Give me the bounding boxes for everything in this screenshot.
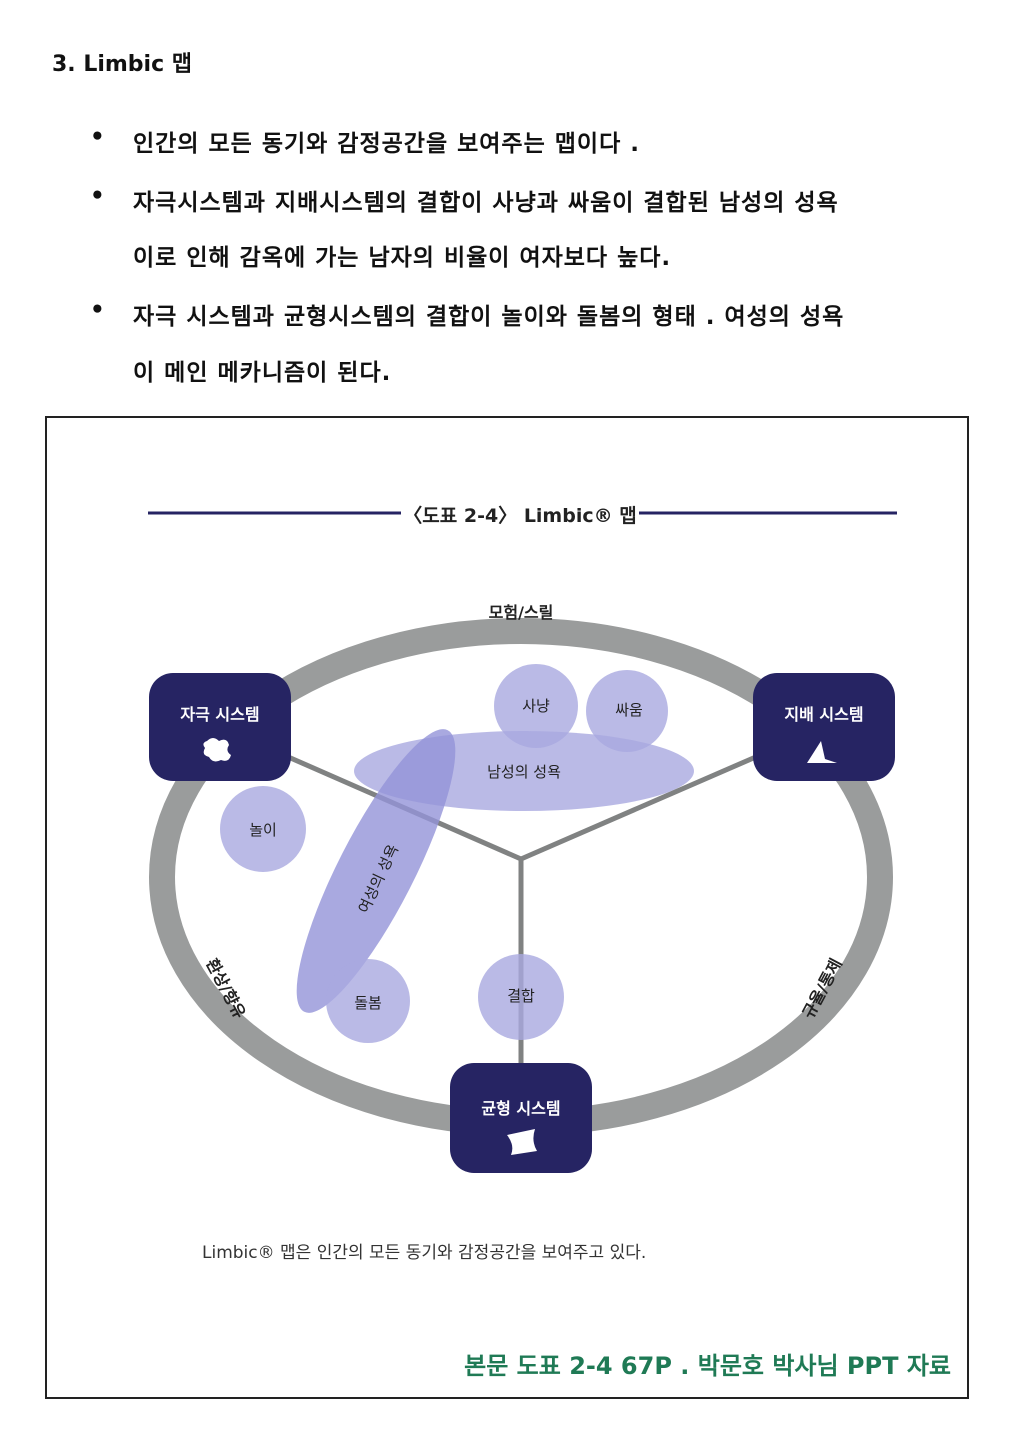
bullet-3-line-1: 자극 시스템과 균형시스템의 결합이 놀이와 돌봄의 형태 . 여성의 성욕: [133, 304, 845, 330]
bullet-icon: •: [90, 183, 105, 209]
bubble-play: [220, 786, 306, 872]
system-balance-label: 균형 시스템: [481, 1099, 560, 1118]
system-stimulus-label: 자극 시스템: [180, 705, 259, 724]
bullet-1-line-1: 인간의 모든 동기와 감정공간을 보여주는 맵이다 .: [133, 131, 640, 157]
bubble-female-desire: [296, 729, 456, 1013]
bullet-icon: •: [90, 124, 105, 150]
arrowhead-icon: [807, 741, 837, 763]
system-balance: 균형 시스템: [450, 1063, 592, 1173]
bubble-hunting: [494, 664, 578, 748]
label-hunting: 사냥: [522, 697, 550, 715]
bubbles: [220, 664, 694, 1043]
label-fighting: 싸움: [615, 701, 643, 719]
label-play: 놀이: [249, 821, 277, 839]
label-male-desire: 남성의 성욕: [487, 763, 561, 781]
puzzle-blob-icon: [203, 738, 231, 762]
bullet-3-line-2: 이 메인 메카니즘이 된다.: [133, 360, 392, 386]
ring-label-top: 모험/스릴: [489, 603, 554, 622]
label-bonding: 결합: [507, 987, 535, 1005]
figure-source: 본문 도표 2-4 67P . 박문호 박사님 PPT 자료: [464, 1352, 951, 1380]
bubble-bonding: [478, 954, 564, 1040]
bullet-icon: •: [90, 297, 105, 323]
figure-title: 〈도표 2-4〉 Limbic® 맵: [403, 504, 636, 527]
limbic-map-diagram: 〈도표 2-4〉 Limbic® 맵 모험/스릴 환상/향유 규율/통제 사냥: [148, 504, 897, 1173]
bullet-2-line-2: 이로 인해 감옥에 가는 남자의 비율이 여자보다 높다.: [133, 245, 672, 271]
figure-caption: Limbic® 맵은 인간의 모든 동기와 감정공간을 보여주고 있다.: [202, 1243, 647, 1263]
cushion-icon: [507, 1129, 537, 1155]
bullet-2-line-1: 자극시스템과 지배시스템의 결합이 사냥과 싸움이 결합된 남성의 성욕: [133, 190, 839, 216]
system-stimulus: 자극 시스템: [149, 673, 291, 781]
system-dominance: 지배 시스템: [753, 673, 895, 781]
label-care: 돌봄: [354, 994, 382, 1012]
system-dominance-label: 지배 시스템: [784, 705, 863, 724]
bubble-fighting: [586, 670, 668, 752]
bubble-care: [326, 959, 410, 1043]
figure-frame: 〈도표 2-4〉 Limbic® 맵 모험/스릴 환상/향유 규율/통제 사냥: [45, 416, 969, 1399]
section-heading: 3. Limbic 맵: [52, 52, 193, 77]
